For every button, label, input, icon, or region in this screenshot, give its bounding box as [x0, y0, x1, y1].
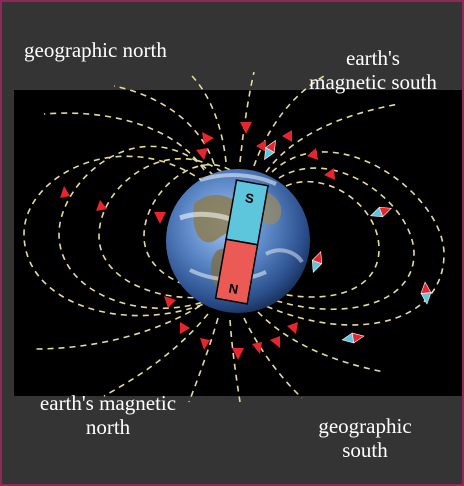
field-arrow-icon — [270, 336, 280, 348]
magnet-north-half — [214, 238, 259, 305]
field-arrow-icon — [202, 132, 214, 144]
field-line — [253, 75, 325, 167]
geographic-north-label: geographic north — [24, 38, 167, 62]
compass-needle-icon — [311, 250, 323, 274]
magnet-north-label: N — [228, 281, 240, 297]
field-line — [281, 180, 380, 298]
field-arrow-icon — [196, 148, 208, 160]
compass-needle-icon — [341, 332, 365, 344]
field-arrow-icon — [256, 140, 266, 152]
field-arrow-icon — [240, 122, 252, 134]
field-arrow-icon — [60, 186, 70, 198]
compass-needle-icon — [369, 206, 393, 218]
field-line — [265, 151, 445, 326]
field-arrow-icon — [200, 338, 210, 350]
field-arrow-icon — [307, 148, 318, 160]
geographic-south-label: geographic south — [290, 414, 440, 462]
label-line: earth's magnetic — [39, 391, 177, 415]
field-arrow-icon — [96, 200, 107, 211]
field-line — [103, 313, 209, 397]
label-line: south — [342, 438, 388, 462]
compass-needle-icon — [420, 281, 432, 305]
label-line: north — [85, 415, 131, 439]
field-arrow-icon — [154, 212, 166, 224]
field-line — [188, 317, 219, 403]
field-arrow-icon — [180, 322, 190, 334]
field-arrow-icon — [282, 130, 292, 142]
field-arrows — [60, 122, 335, 360]
earths-magnetic-north-label: earth's magnetic north — [10, 391, 206, 439]
field-line — [257, 311, 385, 373]
field-line — [58, 145, 215, 309]
field-arrow-icon — [164, 296, 176, 308]
label-line: magnetic south — [309, 70, 437, 94]
field-line — [191, 75, 227, 163]
label-line: geographic — [318, 414, 412, 438]
label-line: earth's — [346, 46, 400, 70]
field-line — [43, 112, 205, 171]
field-line — [98, 157, 223, 299]
magnet-south-label: S — [244, 190, 255, 206]
compass-needles — [264, 139, 432, 344]
field-line — [23, 155, 205, 317]
field-arrow-icon — [324, 168, 335, 180]
field-arrow-icon — [287, 322, 298, 334]
bar-magnet-icon: S N — [214, 179, 269, 305]
field-line — [265, 103, 400, 173]
magnetic-field-diagram: S N — [14, 71, 462, 403]
field-line — [243, 317, 303, 399]
field-line — [113, 85, 215, 165]
compass-needle-icon — [264, 139, 276, 161]
field-arrow-icon — [252, 342, 262, 354]
field-lines — [23, 71, 445, 403]
earths-magnetic-south-label: earth's magnetic south — [288, 46, 458, 94]
field-arrow-icon — [232, 348, 244, 360]
